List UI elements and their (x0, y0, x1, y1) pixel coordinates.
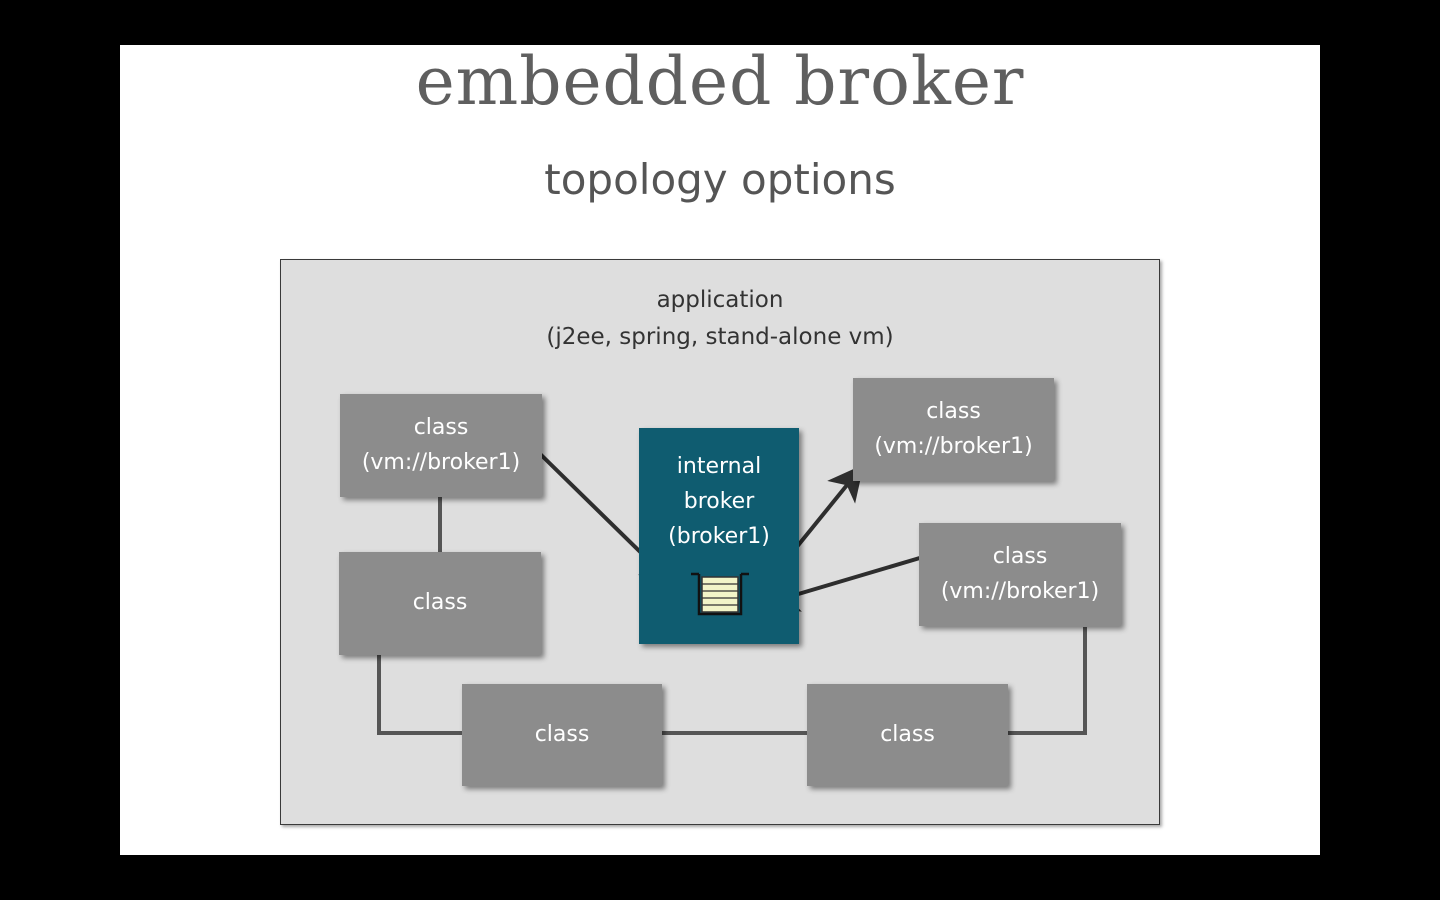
class-box-label: class (880, 721, 935, 747)
slide-subtitle: topology options (544, 155, 896, 204)
class-box-url: (vm://broker1) (361, 449, 521, 475)
class-box-label: class (413, 415, 469, 441)
class-box-label: class (412, 590, 468, 616)
broker-label-line3: (broker1) (668, 523, 770, 549)
class-box-label: class (926, 399, 981, 425)
connector-bottomright-midright (1008, 627, 1087, 735)
application-label-title: application (656, 287, 784, 313)
application-label-detail: (j2ee, spring, stand-alone vm) (546, 323, 894, 350)
broker-label-line1: internal (676, 454, 762, 479)
class-box-label: class (992, 544, 1048, 570)
slide-title: embedded broker (415, 45, 1025, 120)
class-box-bottom-left: class (462, 684, 662, 786)
internal-broker-box: internal broker (broker1) (639, 428, 799, 644)
class-box-url: (vm://broker1) (874, 433, 1033, 459)
class-box-mid-left: class (339, 552, 541, 655)
broker-label-line2: broker (683, 488, 755, 514)
class-box-label: class (534, 721, 590, 747)
class-box-mid-right: class (vm://broker1) (919, 523, 1121, 626)
slide: embedded broker topology options applica… (120, 45, 1320, 855)
class-box-bottom-right: class (807, 684, 1008, 786)
connector-midleft-bottomleft (377, 655, 462, 735)
class-box-top-left: class (vm://broker1) (340, 394, 542, 497)
application-label: application (j2ee, spring, stand-alone v… (281, 282, 1159, 356)
class-box-top-right: class (vm://broker1) (853, 378, 1054, 481)
message-queue-icon (691, 572, 749, 616)
class-box-url: (vm://broker1) (940, 578, 1100, 604)
